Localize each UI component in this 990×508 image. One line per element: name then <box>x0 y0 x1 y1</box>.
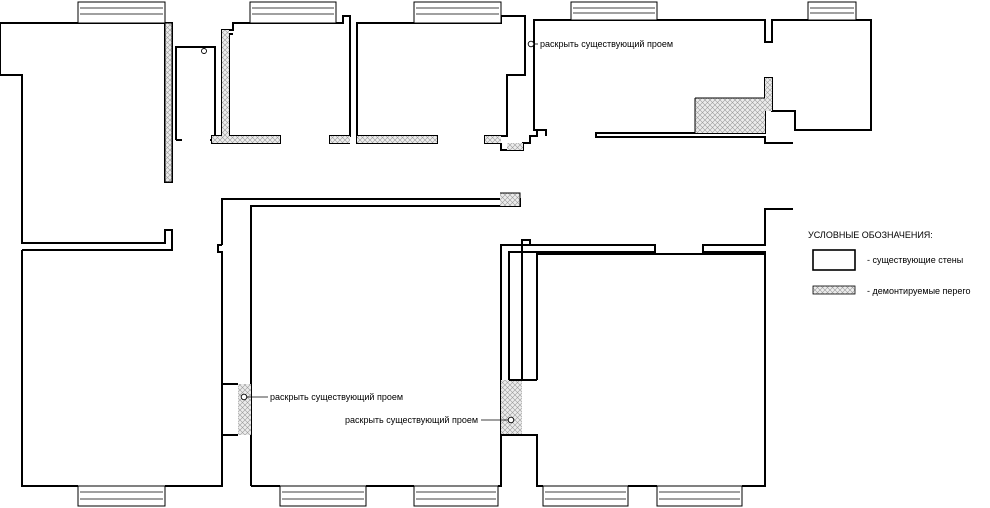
window-bottom-5 <box>656 485 743 507</box>
demolished-partition-2 <box>222 30 229 136</box>
demolished-partition-4 <box>238 384 251 435</box>
demolished-partition-5 <box>501 380 522 435</box>
legend-existing-swatch <box>812 249 856 271</box>
legend-title: УСЛОВНЫЕ ОБОЗНАЧЕНИЯ: <box>808 230 933 240</box>
window-top-4 <box>570 1 658 21</box>
window-bottom-2 <box>279 485 367 507</box>
window-bottom-3 <box>413 485 499 507</box>
window-bottom-4 <box>542 485 629 507</box>
annotation-2: раскрыть существующий проем <box>240 392 403 402</box>
wall-room-top-3 <box>211 15 351 144</box>
legend-existing-label: - существующие стены <box>867 255 963 265</box>
window-bottom-1 <box>77 485 166 507</box>
annotation-3: раскрыть существующий проем <box>345 415 515 425</box>
wall-room-bottom-middle <box>251 244 656 487</box>
legend-demolished-swatch <box>812 285 856 295</box>
opening-marker <box>201 48 207 54</box>
window-top-3 <box>413 1 502 24</box>
annotation-1: раскрыть существующий проем <box>527 39 673 49</box>
wall-room-bottom-left <box>21 244 238 487</box>
demolished-partition-1 <box>165 23 172 182</box>
annotation-text-2: раскрыть существующий проем <box>270 392 403 402</box>
wall-room-top-right <box>533 19 872 144</box>
wall-room-top-left <box>0 22 173 251</box>
legend-demolished-label: - демонтируемые перего <box>867 286 971 296</box>
wall-corridor <box>221 198 521 486</box>
window-top-1 <box>77 1 166 24</box>
wall-room-bottom-right <box>521 208 793 487</box>
window-top-5 <box>807 1 857 21</box>
annotation-text-3: раскрыть существующий проем <box>345 415 478 425</box>
window-top-2 <box>249 1 337 24</box>
wall-room-top-2 <box>175 46 216 141</box>
annotation-text-1: раскрыть существующий проем <box>540 39 673 49</box>
legend: УСЛОВНЫЕ ОБОЗНАЧЕНИЯ: - существующие сте… <box>808 230 971 296</box>
wall-room-top-4 <box>356 15 526 144</box>
demolished-partition-3 <box>695 98 765 133</box>
